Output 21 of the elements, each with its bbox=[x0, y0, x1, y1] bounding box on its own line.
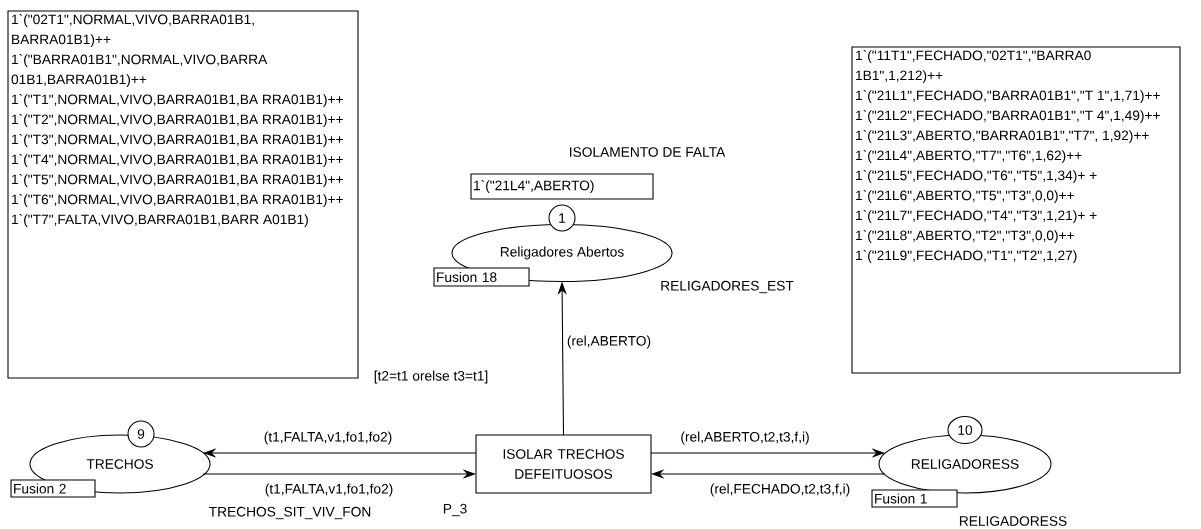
type-label: RELIGADORES_EST bbox=[661, 280, 794, 294]
edge-label: (t1,FALTA,v1,fo1,fo2) bbox=[262, 430, 394, 446]
transition-box: ISOLAR TRECHOS DEFEITUOSOS bbox=[475, 434, 652, 494]
marking-box: 1`("02T1",NORMAL,VIVO,BARRA01B1, BARRA01B1)++ 1`("BARRA01B1",NORMAL,VIVO,BARRA 01B1,BARRA01B1)++ 1`("T1",NORMAL,VIVO,BARRA01B1,BA RRA01B1)++ 1`("T2",NORMAL,VIVO,BARRA01B1,BA RRA01B1)++ 1`("T3",NORMAL,VIVO,BARRA01B1,BA RRA01B1)++ 1`("T4",NORMAL,VIVO,BARRA01B1,BA RRA01B1)++ 1`("T5",NORMAL,VIVO,BARRA01B1,BA RRA01B1)++ 1`("T6",NORMAL,VIVO,BARRA01B1,BA RRA01B1)++ 1`("T7",FALTA,VIVO,BARRA01B1,BARR A01B1) bbox=[7, 10, 359, 379]
type-label: TRECHOS_SIT_VIV_FON bbox=[209, 506, 371, 520]
transition-name: P_3 bbox=[443, 503, 467, 517]
fusion-tag: Fusion 2 bbox=[10, 479, 96, 498]
guard-label: [t2=t1 orelse t3=t1] bbox=[374, 370, 488, 384]
type-label: RELIGADORESS bbox=[959, 516, 1067, 526]
title: ISOLAMENTO DE FALTA bbox=[570, 147, 726, 157]
fusion-tag: Fusion 18 bbox=[433, 267, 530, 287]
fusion-tag: Fusion 1 bbox=[871, 489, 958, 508]
token-count: 1 bbox=[548, 204, 576, 232]
marking-box: 1`("11T1",FECHADO,"02T1","BARRA0 1B1",1,212)++ 1`("21L1",FECHADO,"BARRA01B1","T 1",1,71)++ 1`("21L2",FECHADO,"BARRA01B1","T 4",1,49)++ 1`("21L3",ABERTO,"BARRA01B1","T7", 1,92)++ 1`("21L4",ABERTO,"T7","T6",1,62)++ 1`("21L5",FECHADO,"T6","T5",1,34)+ + 1`("21L6",ABERTO,"T5","T3",0,0)++ 1`("21L7",FECHADO,"T4","T3",1,21)+ + 1`("21L8",ABERTO,"T2","T3",0,0)++ 1`("21L9",FECHADO,"T1","T2",1,27) bbox=[851, 46, 1181, 374]
edge-label: (rel,ABERTO) bbox=[565, 334, 653, 350]
token-count: 9 bbox=[127, 420, 155, 448]
edge-label: (rel,ABERTO,t2,t3,f,i) bbox=[679, 430, 811, 446]
edge-label: (rel,FECHADO,t2,t3,f,i) bbox=[708, 482, 852, 498]
token-count: 10 bbox=[947, 415, 983, 445]
edge-label: (t1,FALTA,v1,fo1,fo2) bbox=[263, 482, 395, 498]
marking-box: 1`("21L4",ABERTO) bbox=[470, 173, 654, 200]
